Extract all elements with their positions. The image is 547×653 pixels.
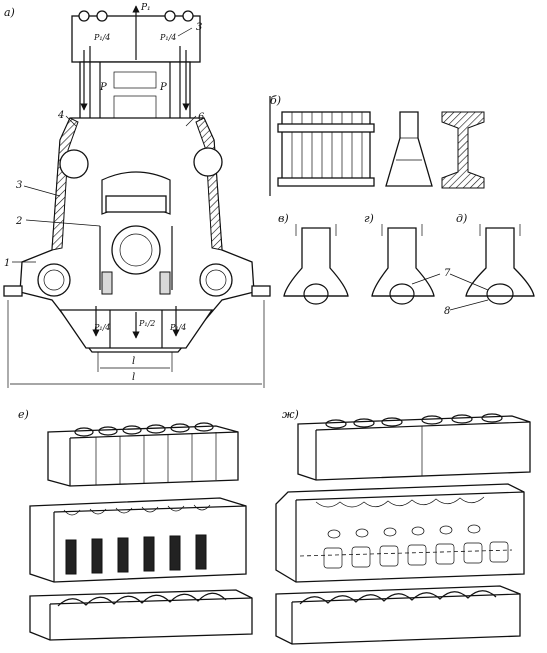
force-label-top-left: P₁/4: [93, 33, 110, 42]
cylinder-row-section: [281, 111, 371, 185]
panel-labels: а) б) в) г) д) е) ж): [4, 6, 467, 421]
crankcase-casting-e: [29, 497, 247, 583]
callout-6: 6: [198, 112, 205, 123]
panel-label-e: е): [18, 408, 29, 421]
callout-3-left: 3: [16, 180, 22, 191]
panel-zh-block-castings: [275, 413, 531, 645]
boss-left-lower: [37, 263, 71, 297]
boss-left-upper: [59, 149, 89, 179]
panel-b-sections: [269, 96, 485, 196]
callout-8: 8: [444, 306, 450, 317]
head-casting-zh: [297, 415, 531, 481]
panel-g-bearing-cap: [371, 224, 441, 305]
panel-label-zh: ж): [282, 408, 299, 421]
callout-2: 2: [15, 216, 22, 227]
i-beam-section: [441, 111, 485, 189]
tapered-section: [385, 111, 433, 187]
dimension-inner-l: l: [132, 356, 135, 367]
callout-7: 7: [444, 268, 451, 279]
panel-label-v: в): [278, 212, 289, 225]
panel-label-b: б): [270, 94, 281, 107]
force-label-bottom-left: P₁/4: [93, 323, 110, 332]
panel-a-cross-section: [3, 5, 271, 388]
callout-4: 4: [57, 110, 64, 121]
force-label-bolt-left: P: [99, 82, 107, 93]
head-casting-e: [47, 425, 239, 487]
base-casting-e: [29, 589, 253, 641]
panel-label-d: д): [456, 212, 467, 225]
callout-1: 1: [4, 258, 10, 269]
callout-numbers: 1 2 3 3 4 6 7 8: [4, 22, 451, 317]
panel-label-g: г): [364, 212, 374, 225]
force-label-bottom-right: P₁/4: [169, 323, 186, 332]
crankcase-casting-zh: [275, 483, 525, 583]
boss-right-upper: [193, 147, 223, 177]
force-labels: P₁ P₁/4 P₁/4 P P P₁/4 P₁/2 P₁/4: [93, 3, 186, 332]
panel-v-bearing-cap: [283, 224, 349, 305]
panel-e-block-castings: [29, 422, 253, 641]
panel-d-bearing-cap: [449, 224, 535, 311]
dimension-outer-l: l: [132, 372, 135, 383]
crankshaft-main-journal: [111, 225, 161, 275]
force-label-bolt-right: P: [159, 82, 167, 93]
force-label-p1-top: P₁: [140, 3, 151, 13]
force-label-top-right: P₁/4: [159, 33, 176, 42]
head-bolts: [78, 10, 194, 22]
callout-3-top: 3: [196, 22, 202, 33]
force-label-bottom-center: P₁/2: [138, 319, 155, 328]
panel-label-a: а): [4, 6, 15, 19]
boss-right-lower: [199, 263, 233, 297]
dimension-labels: l l: [132, 356, 135, 383]
